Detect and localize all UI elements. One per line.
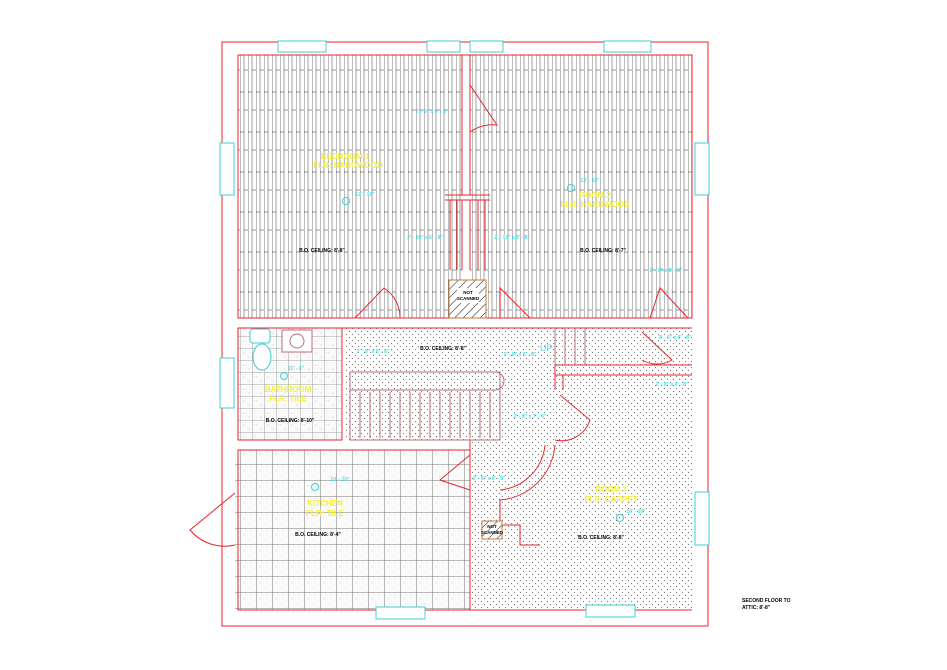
not-scanned-label: NOT xyxy=(487,524,497,529)
bathroom-floor-type: FLR: TILE xyxy=(269,394,307,403)
sink-icon xyxy=(281,329,313,353)
kitchen-floor xyxy=(235,450,470,610)
door-dimension: 2' - 10" x 6' - 8" xyxy=(407,235,443,241)
not-scanned-label: SCANNED xyxy=(481,530,504,535)
kitchen-ceiling: B.O. CEILING: 8'-4" xyxy=(295,532,341,538)
bathroom-ceiling: B.O. CEILING: 8'-10" xyxy=(266,418,315,424)
room2-size: 13' - 10" xyxy=(580,178,600,184)
room2-floor-type: FLR: HARDWOOD xyxy=(560,200,630,209)
kitchen-name: KITCHEN xyxy=(307,499,343,508)
not-scanned-label: SCANNED xyxy=(457,296,480,301)
room2-ceiling: B.O. CEILING: 8'-7" xyxy=(580,248,626,254)
stair-up-label: UP xyxy=(540,343,553,353)
door-dimension: 2' - 9" x 6' - 8" xyxy=(416,109,449,115)
kitchen-size: 10' - 10" xyxy=(330,477,350,483)
door-dimension: 2' - 10" x 6' - 8" xyxy=(494,235,530,241)
room3-size: 10' - 10" xyxy=(626,509,646,515)
bedroom1-floor xyxy=(238,55,462,318)
ceiling-marker-icon xyxy=(280,184,624,522)
door-dimension: 2' - 6" x 6' - 8" xyxy=(659,335,692,341)
bedroom1-ceiling: B.O. CEILING: 8'-8" xyxy=(299,248,345,254)
bathroom-size: 11' - 6" xyxy=(288,366,305,372)
door-dimension: 2' - 8" x 7' - 6" xyxy=(514,414,547,420)
room2-floor xyxy=(470,55,692,318)
room2-name: ROOM 2 xyxy=(579,191,611,200)
room3-floor-type: FLR: CARPET xyxy=(584,495,637,504)
door-dimension: 2' - 8" x 6' - 8" xyxy=(656,382,689,388)
toilet-icon xyxy=(249,328,272,371)
room3-name: ROOM 3 xyxy=(595,485,627,494)
curved-wall-inner xyxy=(499,444,546,491)
door-dimension: 2' - 8" x 6' - 8" xyxy=(357,349,390,355)
floor-note: SECOND FLOOR TO xyxy=(742,598,791,604)
door-dimension: 2' - 8" x 6' - 8" xyxy=(650,268,683,274)
room3-ceiling: B.O. CEILING: 8'-8" xyxy=(578,535,624,541)
not-scanned-label: NOT xyxy=(463,290,473,295)
staircase xyxy=(359,328,586,438)
floor-note: ATTIC: 8'-8" xyxy=(742,605,771,611)
bedroom1-size: 12' - 10" xyxy=(355,192,375,198)
bedroom1-name: BEDROOM 1 xyxy=(321,152,370,161)
doors xyxy=(189,84,689,547)
hall-floor xyxy=(345,328,692,440)
door-dimension: 2' - 8" x 6' - 8" xyxy=(473,476,506,482)
exterior-wall xyxy=(221,41,709,627)
curved-wall xyxy=(499,444,556,546)
windows xyxy=(219,40,710,620)
not-scanned-area-2 xyxy=(481,520,503,540)
hall-ceiling: B.O. CEILING: 8'-8" xyxy=(420,346,466,352)
room3-floor xyxy=(470,440,692,608)
door-dimension: 2' - 8" x 6' - 8" xyxy=(504,352,537,358)
bathroom-name: BATHROOM xyxy=(265,385,312,394)
bedroom1-floor-type: FLR: HARDWOOD xyxy=(313,161,383,170)
kitchen-floor-type: FLR: TILE xyxy=(306,509,344,518)
